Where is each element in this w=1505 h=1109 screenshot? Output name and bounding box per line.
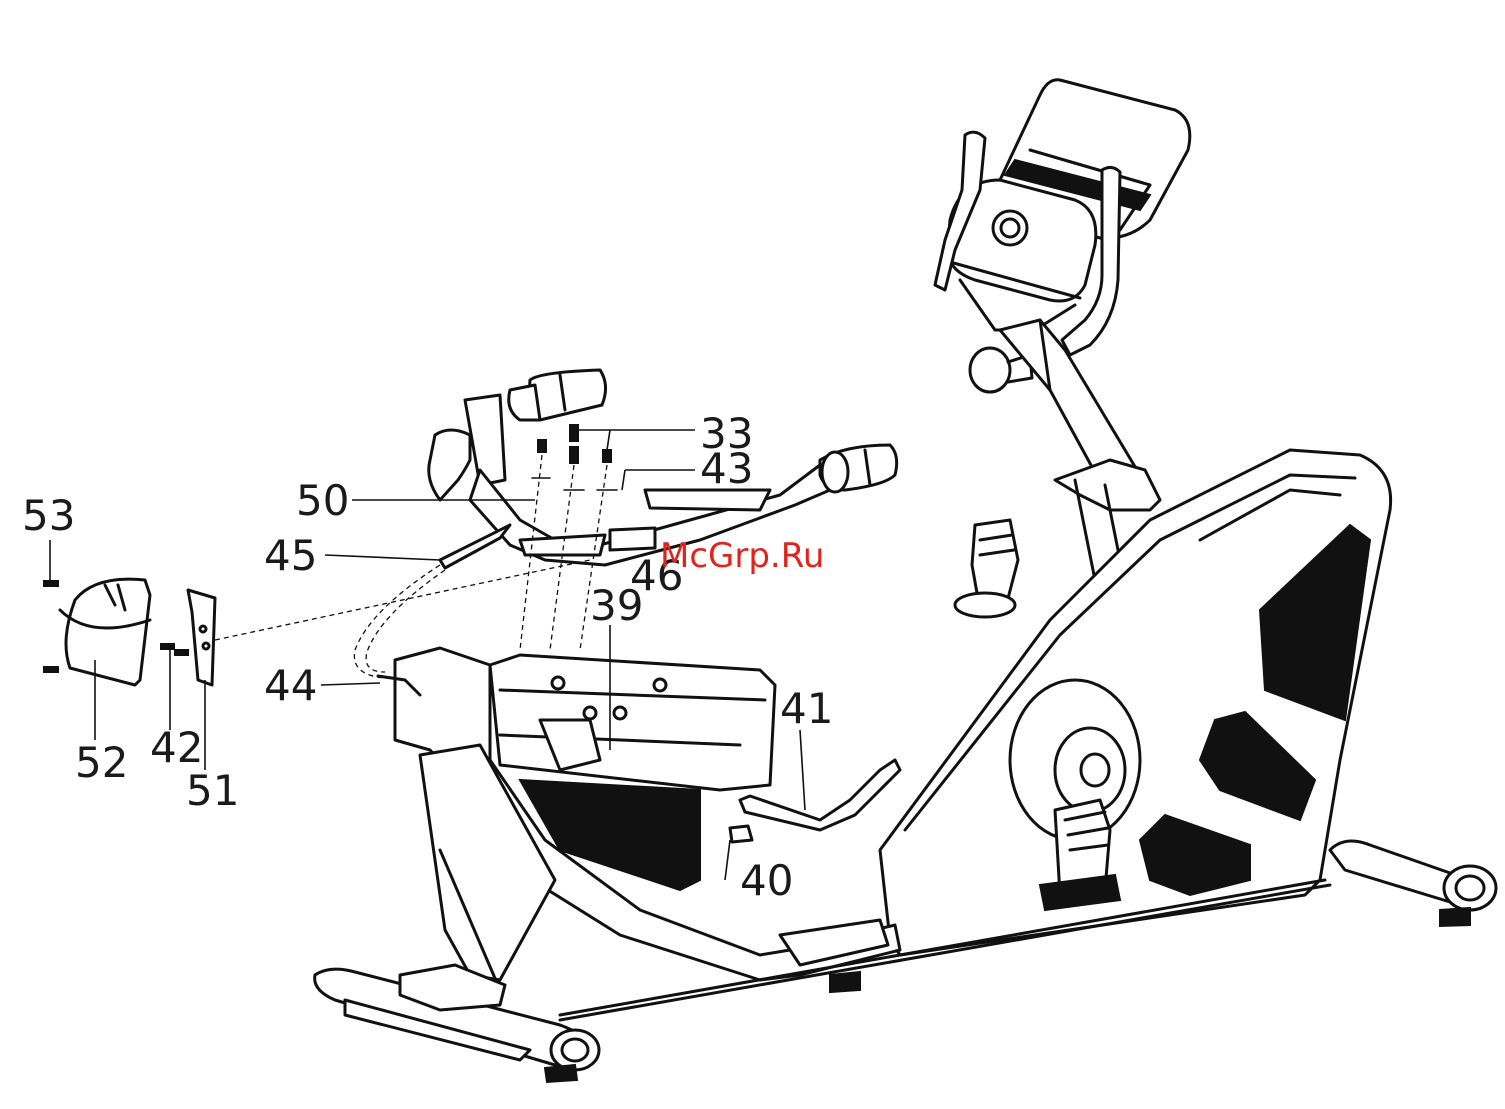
part-label-41: 41 (780, 684, 833, 733)
rear-stabilizer (1330, 841, 1496, 926)
part-label-39: 39 (590, 581, 643, 630)
main-frame (880, 450, 1391, 955)
part-label-53: 53 (22, 491, 75, 540)
part-label-45: 45 (264, 531, 317, 580)
watermark-text: McGrp.Ru (660, 536, 824, 576)
part-label-44: 44 (264, 661, 317, 710)
part-label-40: 40 (740, 856, 793, 905)
part-label-51: 51 (186, 766, 239, 815)
part-label-42: 42 (150, 723, 203, 772)
part-label-50: 50 (296, 476, 349, 525)
part-label-43: 43 (700, 444, 753, 493)
part-label-52: 52 (75, 738, 128, 787)
